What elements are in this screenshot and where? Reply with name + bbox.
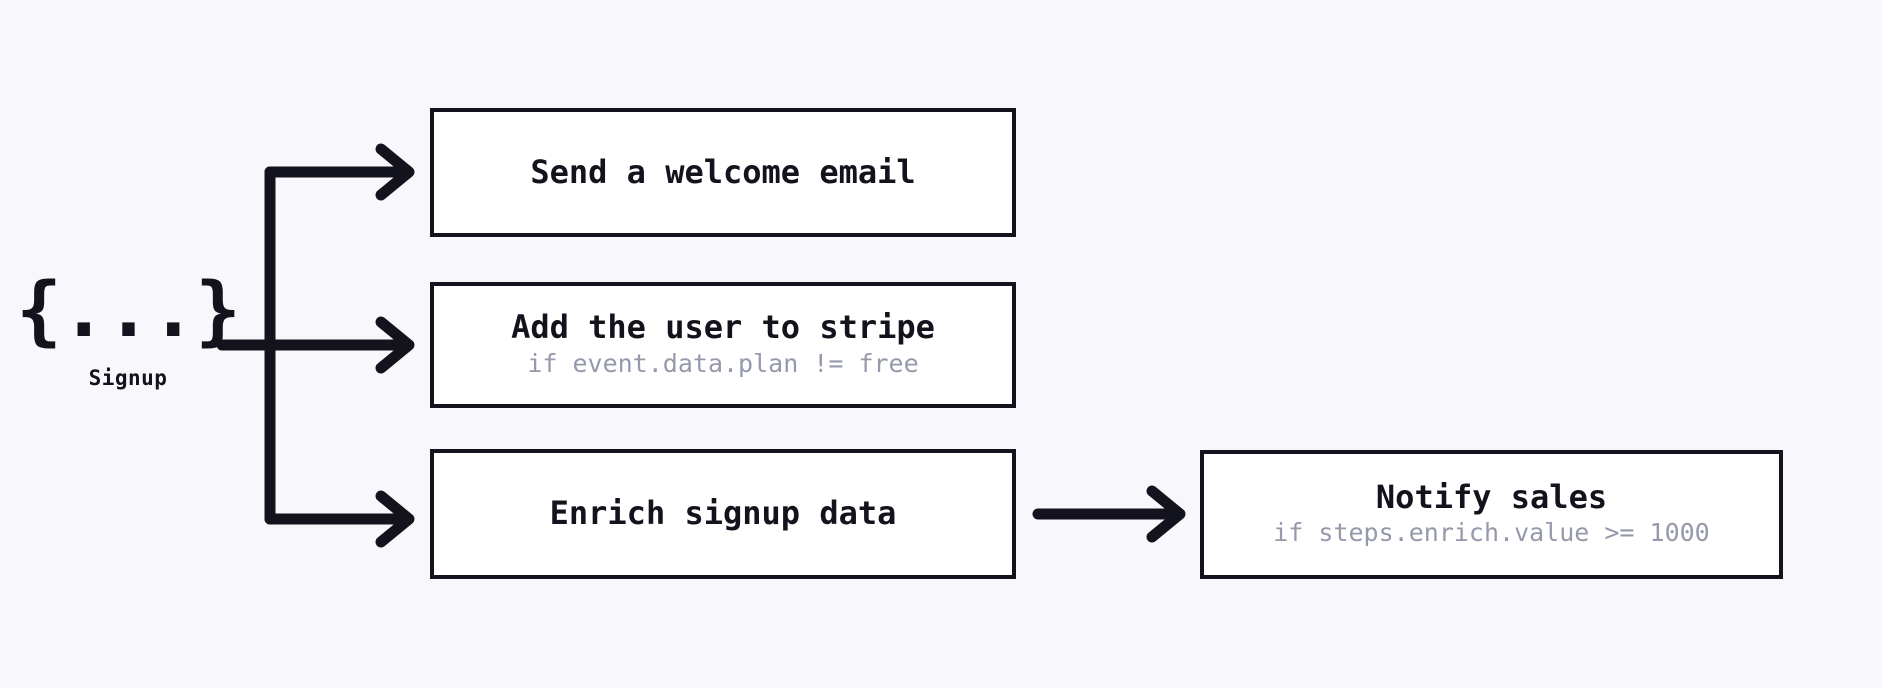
step-title-notify-sales: Notify sales	[1375, 477, 1608, 516]
step-box-send-welcome-email[interactable]: Send a welcome email	[430, 108, 1016, 237]
arrowhead-enrich-signup-data-icon	[375, 490, 415, 548]
json-braces-icon: {...}	[16, 265, 241, 354]
trigger-node[interactable]: {...} Signup	[16, 272, 241, 391]
step-box-add-user-to-stripe[interactable]: Add the user to stripe if event.data.pla…	[430, 282, 1016, 408]
step-title-send-welcome-email: Send a welcome email	[530, 152, 916, 191]
step-title-enrich-signup-data: Enrich signup data	[549, 494, 897, 533]
arrowhead-notify-sales-icon	[1146, 485, 1186, 543]
arrowhead-add-user-to-stripe-icon	[375, 316, 415, 374]
step-title-add-user-to-stripe: Add the user to stripe	[511, 308, 935, 347]
step-box-notify-sales[interactable]: Notify sales if steps.enrich.value >= 10…	[1200, 450, 1783, 579]
step-box-enrich-signup-data[interactable]: Enrich signup data	[430, 449, 1016, 579]
arrowhead-send-welcome-email-icon	[375, 143, 415, 201]
trigger-label: Signup	[88, 366, 168, 390]
step-condition-add-user-to-stripe: if event.data.plan != free	[527, 348, 919, 378]
step-condition-notify-sales: if steps.enrich.value >= 1000	[1273, 518, 1710, 548]
